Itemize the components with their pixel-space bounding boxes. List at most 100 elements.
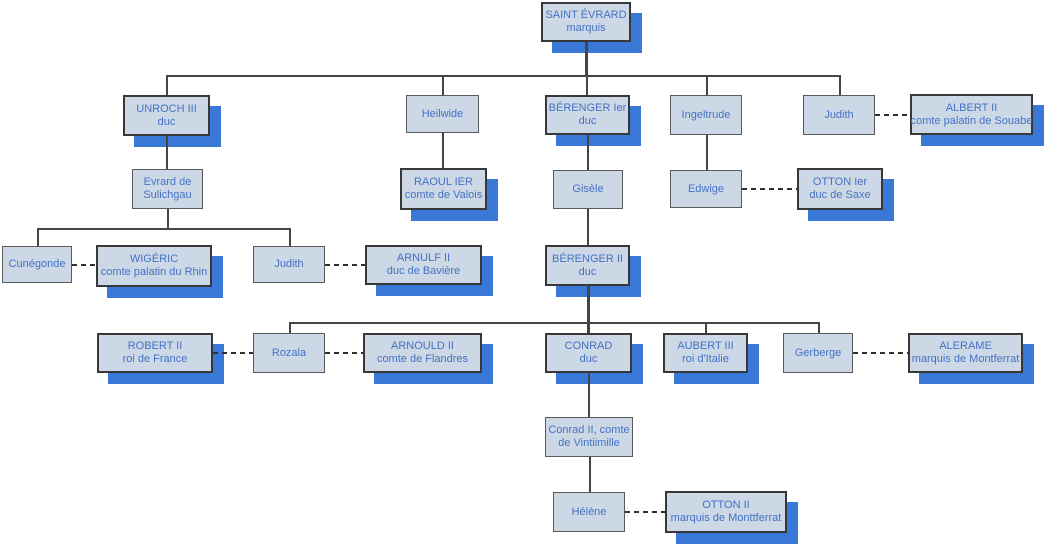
node-label: duc de Bavière xyxy=(386,265,461,277)
node-label: BÉRENGER II xyxy=(552,252,623,265)
node-label: Gerberge xyxy=(794,346,842,359)
node-label: Rozala xyxy=(271,346,307,359)
descent-connector-line xyxy=(442,133,444,168)
descent-connector-line xyxy=(706,135,708,170)
node-rozala: Rozala xyxy=(253,333,325,373)
descent-connector-line xyxy=(289,228,291,246)
descent-connector-line xyxy=(705,322,707,333)
descent-connector-line xyxy=(442,75,444,95)
node-ingeltrude: Ingeltrude xyxy=(670,95,742,135)
node-label: Judith xyxy=(824,108,854,121)
descent-connector-line xyxy=(166,136,168,169)
node-label: marquis de Monttferrat xyxy=(670,512,782,524)
descent-connector-line xyxy=(839,75,841,95)
marriage-dashed-line xyxy=(72,264,96,266)
node-label: comte de Flandres xyxy=(376,353,469,365)
node-label: duc xyxy=(157,115,176,128)
node-judith-fille-sulichgau: Judith xyxy=(253,246,325,283)
node-label: RAOUL IER xyxy=(414,176,473,188)
node-label: OTTON II xyxy=(702,499,750,511)
descent-connector-line xyxy=(587,209,589,245)
node-label: Sulichgau xyxy=(143,189,192,201)
node-helene: Hélène xyxy=(553,492,625,532)
descent-connector-line xyxy=(586,75,588,95)
node-label: marquis de Montferrat xyxy=(911,353,1020,365)
node-label: Edwige xyxy=(687,182,725,195)
node-label: comte palatin de Souabe xyxy=(910,114,1033,127)
node-label: duc xyxy=(579,353,598,365)
node-label: Ingeltrude xyxy=(681,108,731,121)
node-label: roi d'Italie xyxy=(682,353,729,365)
node-label: Heilwide xyxy=(421,107,464,120)
marriage-dashed-line xyxy=(325,352,363,354)
node-label: Hélène xyxy=(571,505,607,518)
node-label: SAINT ÉVRARD xyxy=(545,9,627,21)
descent-connector-line xyxy=(585,42,588,76)
node-judith-fille-evrard: Judith xyxy=(803,95,875,135)
marriage-dashed-line xyxy=(625,511,665,513)
node-gerberge: Gerberge xyxy=(783,333,853,373)
descent-connector-line xyxy=(289,322,818,324)
node-label: duc xyxy=(578,265,597,278)
node-label: Judith xyxy=(274,258,304,270)
node-label: marquis xyxy=(566,22,606,34)
descent-connector-line xyxy=(167,209,169,228)
node-label: comte de Valois xyxy=(404,189,483,201)
descent-connector-line xyxy=(589,457,591,492)
node-edwige: Edwige xyxy=(670,170,742,208)
descent-connector-line xyxy=(587,135,589,170)
descent-connector-line xyxy=(706,75,708,95)
node-label: ALERAME xyxy=(939,340,992,352)
descent-connector-line xyxy=(588,373,590,417)
node-label: WIGÉRIC xyxy=(129,253,179,265)
node-cunegonde: Cunégonde xyxy=(2,246,72,283)
node-label: ARNOULD II xyxy=(391,340,454,352)
node-label: comte palatin du Rhin xyxy=(100,266,208,278)
node-label: AUBERT III xyxy=(677,340,734,352)
node-label: roi de France xyxy=(122,353,188,365)
node-label: Evrard de xyxy=(143,176,192,188)
descent-connector-line xyxy=(587,286,590,333)
node-label: Cunégonde xyxy=(8,258,66,270)
node-label: Gisèle xyxy=(572,183,604,195)
marriage-dashed-line xyxy=(325,264,365,266)
marriage-dashed-line xyxy=(742,188,797,190)
descent-connector-line xyxy=(37,228,289,230)
descent-connector-line xyxy=(289,322,291,333)
marriage-dashed-line xyxy=(853,352,908,354)
node-label: duc de Saxe xyxy=(809,189,871,201)
descent-connector-line xyxy=(166,75,168,95)
node-label: ROBERT II xyxy=(127,340,183,352)
node-heilwide: Heilwide xyxy=(406,95,479,133)
node-label: BÉRENGER Ier xyxy=(548,102,627,114)
node-label: de Vintiimille xyxy=(558,437,620,449)
node-label: duc xyxy=(578,115,597,127)
node-gisele: Gisèle xyxy=(553,170,623,209)
node-label: UNROCH III xyxy=(136,102,197,115)
descent-connector-line xyxy=(166,75,840,77)
node-label: CONRAD xyxy=(564,340,613,352)
descent-connector-line xyxy=(818,322,820,333)
descent-connector-line xyxy=(37,228,39,246)
node-label: ALBERT II xyxy=(945,101,998,114)
marriage-dashed-line xyxy=(875,114,910,116)
node-label: OTTON Ier xyxy=(812,176,868,188)
node-label: ARNULF II xyxy=(396,252,451,264)
